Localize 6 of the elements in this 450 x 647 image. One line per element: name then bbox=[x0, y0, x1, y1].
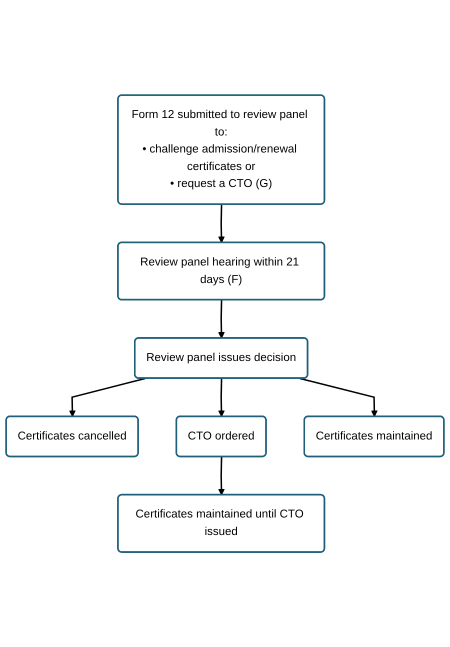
arrow bbox=[300, 378, 378, 417]
arrow bbox=[218, 300, 225, 339]
arrow bbox=[218, 378, 225, 417]
arrow bbox=[69, 378, 146, 417]
arrow bbox=[218, 456, 225, 496]
arrow bbox=[218, 204, 225, 243]
